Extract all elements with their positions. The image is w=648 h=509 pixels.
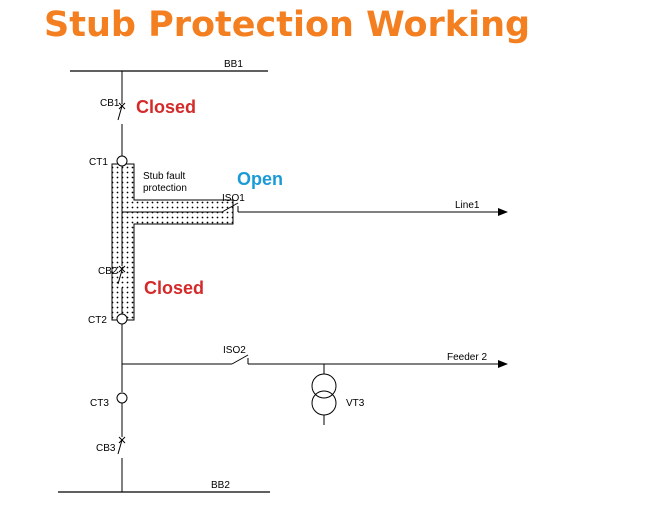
iso1-isolator-symbol <box>221 202 239 213</box>
ct1-symbol <box>116 155 128 167</box>
cb1-breaker-symbol <box>117 96 126 156</box>
page-title: Stub Protection Working <box>44 5 531 45</box>
ct3-label: CT3 <box>90 398 109 409</box>
iso1-state: Open <box>237 169 283 189</box>
cb2-breaker-symbol <box>117 265 126 314</box>
ct3-symbol <box>116 392 128 404</box>
iso2-label: ISO2 <box>223 345 246 356</box>
cb2-label: CB2 <box>98 266 118 277</box>
stub-zone-label-line1: Stub fault <box>143 171 185 182</box>
vt3-label: VT3 <box>346 398 365 409</box>
ct1-label: CT1 <box>89 157 108 168</box>
cb1-state: Closed <box>136 97 196 117</box>
stub-zone-label-line2: protection <box>143 183 187 194</box>
feeder2-arrow <box>498 360 508 368</box>
cb3-label: CB3 <box>96 443 116 454</box>
busbar-bb2-label: BB2 <box>211 480 230 491</box>
iso1-label: ISO1 <box>222 193 245 204</box>
cb1-label: CB1 <box>100 98 120 109</box>
vt3-symbol <box>311 364 337 425</box>
cb2-state: Closed <box>144 278 204 298</box>
feeder2-label: Feeder 2 <box>447 352 487 363</box>
busbar-bb1-label: BB1 <box>224 59 243 70</box>
iso2-isolator-symbol <box>231 354 249 365</box>
cb3-breaker-symbol <box>117 403 126 492</box>
ct2-symbol <box>116 313 128 325</box>
line1-arrow <box>498 208 508 216</box>
ct2-label: CT2 <box>88 315 107 326</box>
line1-label: Line1 <box>455 200 480 211</box>
